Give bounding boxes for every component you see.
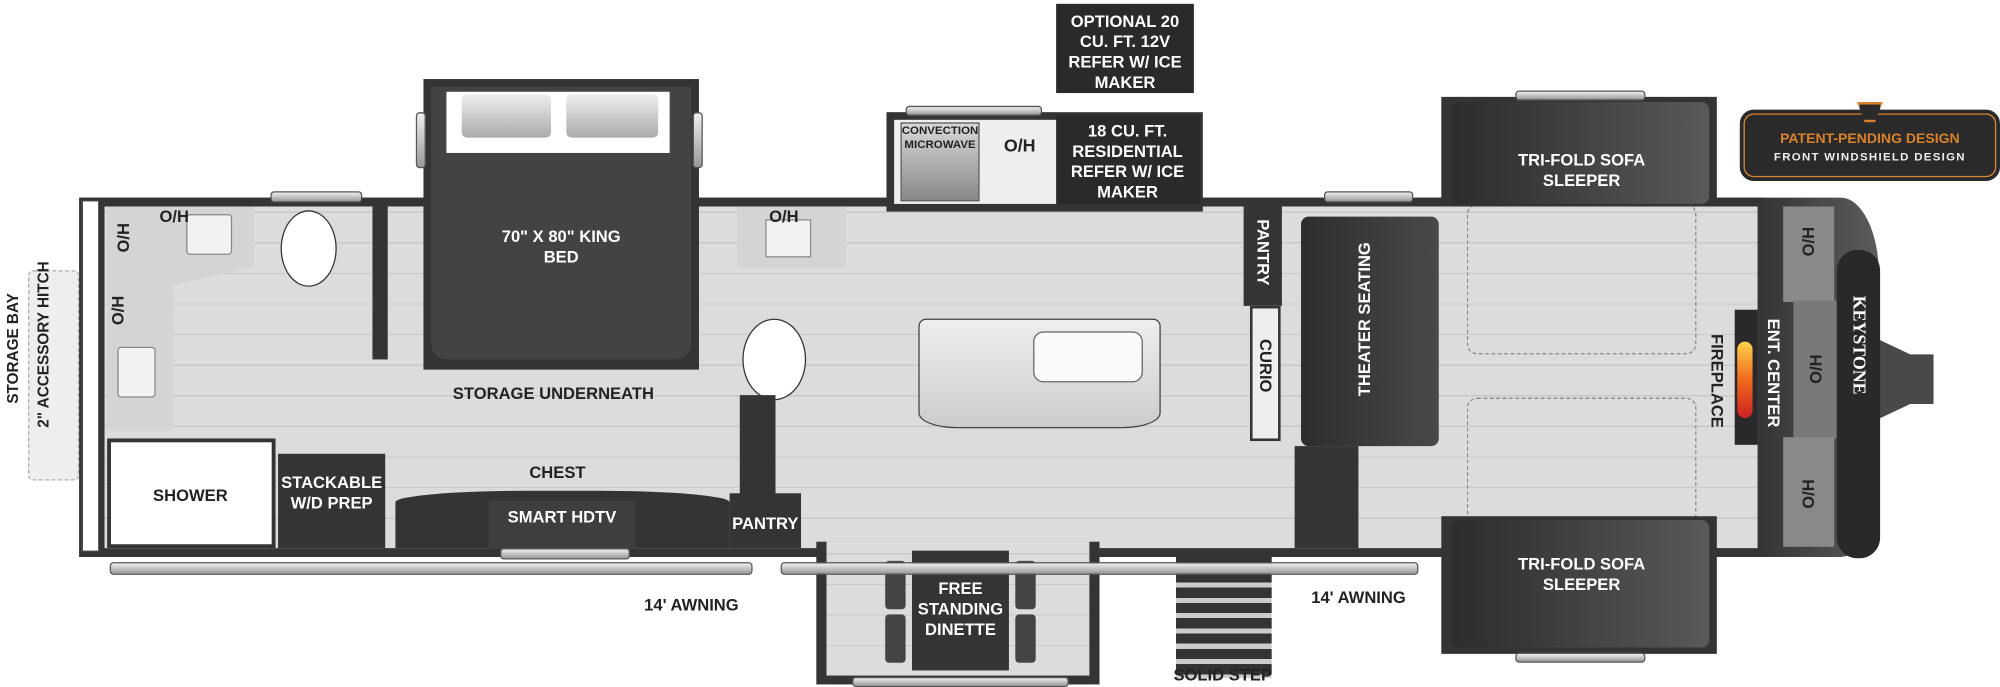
oh-front-panel-3 [1783,437,1835,547]
shower-label: SHOWER [153,485,228,505]
residential-refer-label: 18 CU. FT. RESIDENTIAL REFER W/ ICE MAKE… [1070,121,1185,202]
curio [1249,305,1281,442]
dinette-chair [885,614,906,663]
pantry-rear [729,493,802,549]
convection-microwave-label: CONVECTION MICROWAVE [901,123,979,151]
stackable-wd [278,453,386,549]
kitchen-window [905,105,1043,116]
oh-front-2: O/H [1806,354,1826,384]
toilet [280,210,337,287]
curio-label: CURIO [1256,339,1276,393]
storage-bay [28,270,80,481]
chest-label: CHEST [529,462,586,482]
oh-bath-side2: O/H [108,295,128,326]
sofa-window-bottom [1515,652,1646,663]
fireplace-label: FIREPLACE [1707,333,1728,428]
storage-underneath-label: STORAGE UNDERNEATH [452,383,654,403]
bath-wall [372,206,388,360]
dinette-window [852,676,1069,687]
theater-seating-label: THEATER SEATING [1354,242,1374,397]
oh-half-bath: O/H [769,206,799,226]
pillow-left [461,94,552,138]
sofa-top [1451,101,1710,204]
dinette-chair [1015,614,1036,663]
pantry-front [1243,206,1282,306]
half-bath-sink [765,219,812,258]
hitch [1874,337,1934,421]
badge-subtitle: FRONT WINDSHIELD DESIGN [1773,150,1966,164]
sofa-bottom [1451,520,1710,648]
oh-kitchen: O/H [1003,135,1036,156]
pillow-right [566,94,659,138]
sofa-bottom-label: TRI-FOLD SOFA SLEEPER [1518,554,1646,594]
sofa-window-top [1515,90,1646,101]
chest-window [499,548,631,560]
bath-sink-side [117,346,156,398]
dinette-label: FREE STANDING DINETTE [917,578,1004,639]
oh-front-panel-1 [1783,206,1835,303]
sofa-top-label: TRI-FOLD SOFA SLEEPER [1518,150,1646,190]
half-bath-wall [739,395,776,498]
pantry-rear-label: PANTRY [732,513,799,533]
stackable-label: STACKABLE W/D PREP [281,472,383,513]
windshield-band [1836,249,1881,559]
optional-refer-label: OPTIONAL 20 CU. FT. 12V REFER W/ ICE MAK… [1068,11,1182,92]
oh-front-3: O/H [1798,479,1818,509]
bed-slide-handle-right [692,112,703,169]
ent-center-label: ENT. CENTER [1764,318,1784,428]
awning-front-label: 14' AWNING [1311,587,1406,607]
optional-refer [1056,3,1194,94]
rear-window [270,191,363,203]
oh-front-1: O/H [1798,226,1818,257]
smart-hdtv [488,500,636,549]
accessory-hitch-label: 2" ACCESSORY HITCH [34,261,53,428]
solid-step [1176,557,1272,679]
awning-rear-label: 14' AWNING [644,595,739,615]
pantry-front-label: PANTRY [1253,219,1273,286]
oh-bath-top: O/H [159,206,189,226]
solid-step-label: SOLID STEP [1173,665,1273,685]
sofa-bed-outline-top [1466,203,1697,355]
keystone-logo: KEYSTONE [1848,295,1868,395]
residential-refer [1056,114,1201,204]
fireplace-flame-icon [1737,341,1753,419]
smart-hdtv-label: SMART HDTV [507,507,617,527]
king-bed-label: 70" X 80" KING BED [501,226,621,267]
convection-microwave [900,122,980,202]
awning-front [780,562,1419,575]
bed-slide-handle-left [415,112,427,169]
half-bath-toilet [742,318,807,401]
badge-title: PATENT-PENDING DESIGN [1780,131,1960,147]
kitchen-sink [1033,331,1143,383]
oh-bath-side1: O/H [113,223,133,253]
living-window [1323,191,1414,203]
shower [107,438,276,549]
bath-sink [186,214,233,255]
oh-front-panel-2 [1793,300,1840,439]
storage-bay-label: STORAGE BAY [3,293,22,404]
rear-wall-white [81,200,100,552]
theater-seating [1301,216,1439,447]
entry-wall [1294,446,1359,549]
awning-rear [109,562,753,575]
